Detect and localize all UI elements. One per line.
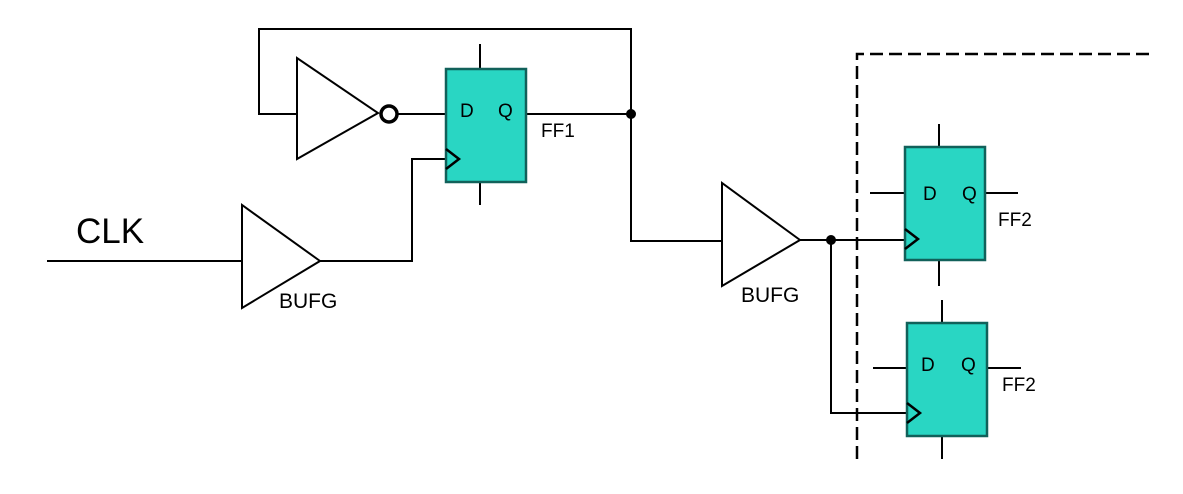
ff2-top-clock-chevron-icon <box>904 228 921 250</box>
junction-dot-bufg2-out <box>826 235 836 245</box>
inverter-triangle-icon <box>296 56 380 161</box>
ff1-clock-chevron-icon <box>445 148 462 170</box>
branch-to-ff2-bottom-clock-wire <box>830 239 908 414</box>
ff1-d-port-label: D <box>460 101 474 122</box>
feedback-and-clock-net-wire <box>258 28 723 242</box>
ff1-name-label: FF1 <box>541 121 575 142</box>
bufg2-label: BUFG <box>741 284 799 307</box>
ff1-box <box>444 67 528 184</box>
ff2-bottom-box <box>905 321 989 438</box>
ff2-top-name-label: FF2 <box>998 210 1032 231</box>
wires <box>47 28 1021 459</box>
junction-dot-ff1-q <box>626 109 636 119</box>
ff2-bottom-q-port-label: Q <box>961 355 976 376</box>
ff2-top-box <box>903 145 987 262</box>
clock-chevrons <box>445 148 923 424</box>
bufg1-label: BUFG <box>279 290 337 313</box>
inverter-bubble-icon <box>379 104 399 124</box>
ff1-q-port-label: Q <box>498 101 513 122</box>
ff2-bottom-d-port-label: D <box>921 355 935 376</box>
ff2-top-d-port-label: D <box>923 184 937 205</box>
dashed-region-boundary <box>855 52 1153 459</box>
ff2-bottom-clock-chevron-icon <box>906 402 923 424</box>
bufg1-buffer-triangle-icon <box>241 203 322 310</box>
ff2-bottom-name-label: FF2 <box>1002 375 1036 396</box>
bufg1-to-ff1-clock-wire <box>319 158 447 262</box>
ff2-top-q-port-label: Q <box>962 184 977 205</box>
bufg2-buffer-triangle-icon <box>721 181 802 288</box>
gates <box>241 56 802 310</box>
clk-label: CLK <box>76 212 144 251</box>
